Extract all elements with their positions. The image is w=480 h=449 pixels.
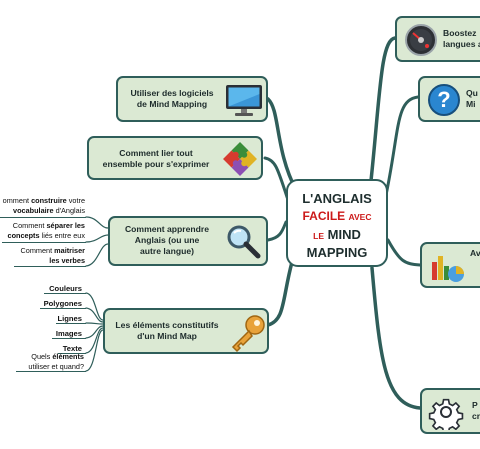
node-boostez[interactable]: Boostez langues a	[395, 16, 480, 62]
central-title-line-1: L'ANGLAIS	[302, 191, 372, 206]
node-utiliser-logiciels-label: Utiliser des logiciels de Mind Mapping	[130, 88, 214, 110]
node-p[interactable]: P cré	[420, 388, 480, 434]
svg-text:?: ?	[437, 87, 450, 112]
node-elements-constitutifs-label: Les éléments constitutifs d'un Mind Map	[115, 320, 219, 342]
magnifier-icon	[224, 222, 264, 265]
leaf-underline	[52, 338, 86, 339]
central-title-line-2: FACILE AVEC	[302, 209, 372, 223]
node-comment-apprendre-label: Comment apprendre Anglais (ou une autre …	[124, 224, 210, 257]
leaf-underline	[56, 323, 86, 324]
leaf-underline	[40, 308, 86, 309]
gear-icon	[428, 394, 464, 434]
node-comment-lier-label: Comment lier tout ensemble pour s'exprim…	[102, 148, 210, 170]
gauge-icon	[403, 22, 439, 61]
node-qui-label: Qu Mi	[466, 88, 478, 110]
leaf-images[interactable]: Images	[55, 329, 82, 338]
leaf-underline	[44, 293, 86, 294]
node-boostez-label: Boostez langues a	[443, 28, 480, 50]
leaf-polygones[interactable]: Polygones	[43, 299, 82, 308]
chart-icon	[428, 248, 466, 289]
leaf-maitriser-verbes[interactable]: Comment maitriser les verbes	[20, 246, 85, 265]
node-av-label: Av	[470, 248, 480, 258]
leaf-separer-concepts[interactable]: Comment séparer les concepts liés entre …	[7, 221, 85, 240]
leaf-underline	[16, 371, 86, 372]
puzzle-icon	[221, 140, 259, 181]
monitor-icon	[224, 82, 264, 121]
leaf-construire-vocabulaire[interactable]: omment construire votre vocabulaire d'An…	[2, 196, 85, 215]
central-title-line-3: LE MIND	[313, 227, 361, 242]
key-icon	[227, 312, 269, 357]
leaf-underline	[0, 217, 86, 218]
central-title-line-4: MAPPING	[306, 245, 368, 260]
leaf-underline	[2, 242, 86, 243]
leaf-texte[interactable]: Texte	[62, 344, 82, 353]
node-comment-lier[interactable]: Comment lier tout ensemble pour s'exprim…	[87, 136, 263, 180]
leaf-couleurs[interactable]: Couleurs	[49, 284, 82, 293]
leaf-quels-elements[interactable]: Quels éléments utiliser et quand?	[28, 352, 84, 371]
node-av[interactable]: Av	[420, 242, 480, 288]
node-elements-constitutifs[interactable]: Les éléments constitutifs d'un Mind Map	[103, 308, 269, 354]
leaf-lignes[interactable]: Lignes	[57, 314, 82, 323]
question-icon: ?	[426, 82, 462, 121]
central-topic[interactable]: L'ANGLAIS FACILE AVEC LE MIND MAPPING	[286, 179, 388, 267]
leaf-underline	[14, 266, 86, 267]
node-qui[interactable]: ? Qu Mi	[418, 76, 480, 122]
node-utiliser-logiciels[interactable]: Utiliser des logiciels de Mind Mapping	[116, 76, 268, 122]
node-comment-apprendre[interactable]: Comment apprendre Anglais (ou une autre …	[108, 216, 268, 266]
leaf-underline	[58, 353, 86, 354]
node-p-label: P cré	[472, 400, 480, 422]
